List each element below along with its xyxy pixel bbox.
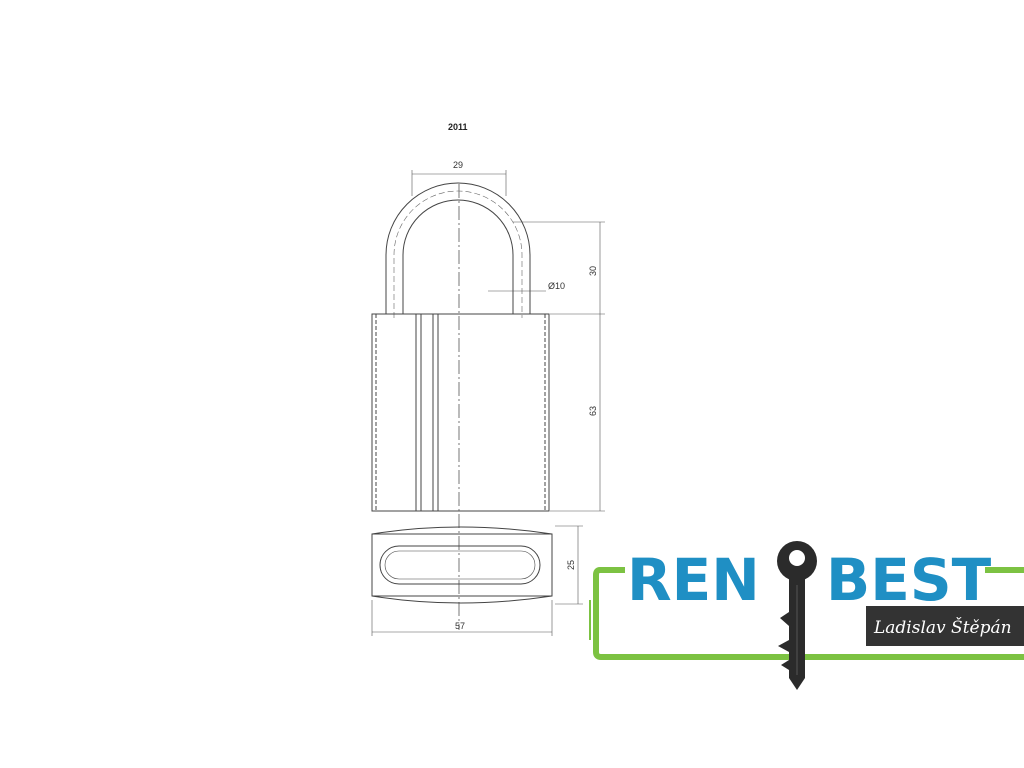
dim-shackle-height: 30 bbox=[588, 266, 598, 276]
dimension-lines bbox=[371, 170, 605, 636]
padlock-body-front bbox=[371, 313, 550, 512]
shackle-drawing bbox=[385, 182, 531, 318]
owner-box bbox=[866, 606, 1024, 646]
key-icon bbox=[777, 541, 817, 690]
brand-name-left: REN bbox=[627, 546, 760, 614]
logo-frame bbox=[593, 567, 1024, 660]
renobest-logo: REN BEST Ladislav Štěpán bbox=[589, 541, 1024, 690]
model-number: 2011 bbox=[448, 122, 468, 132]
dim-shackle-diameter: Ø10 bbox=[548, 281, 565, 291]
brand-name-right: BEST bbox=[826, 546, 992, 614]
dim-body-height: 63 bbox=[588, 406, 598, 416]
dim-shackle-width: 29 bbox=[453, 160, 463, 170]
padlock-body-top-view bbox=[371, 526, 553, 604]
dim-body-width: 57 bbox=[455, 621, 465, 631]
owner-name: Ladislav Štěpán bbox=[873, 617, 1012, 638]
dim-body-depth: 25 bbox=[566, 560, 576, 570]
